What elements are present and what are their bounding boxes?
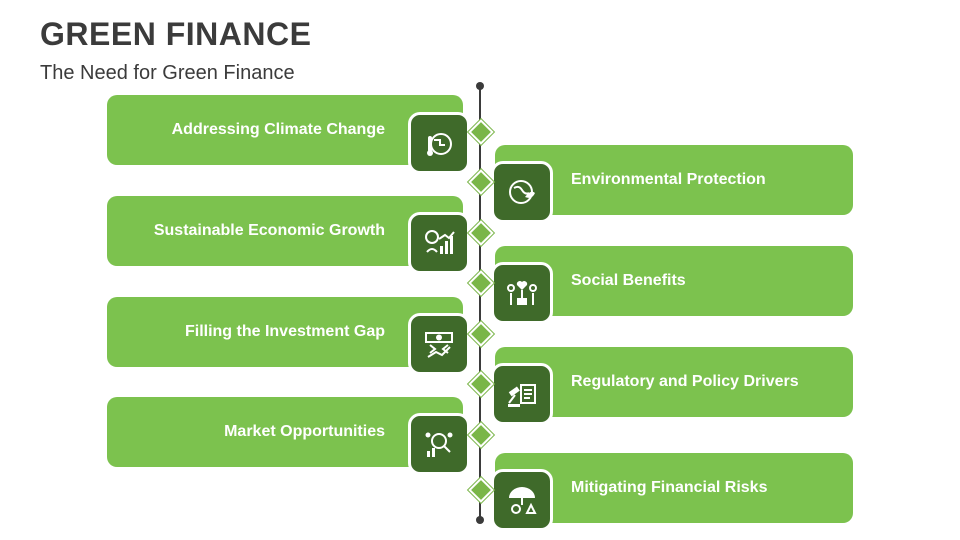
- card-label: Sustainable Economic Growth: [153, 222, 385, 239]
- card-filling-the-investment-gap: Filling the Investment Gap: [107, 297, 463, 367]
- heart-plant-icon: [491, 262, 553, 324]
- gavel-document-icon: [491, 363, 553, 425]
- page-title: GREEN FINANCE: [40, 16, 312, 52]
- timeline-start-dot: [476, 82, 484, 90]
- card-sustainable-economic-growth: Sustainable Economic Growth: [107, 196, 463, 266]
- timeline-diamond: [468, 270, 494, 296]
- timeline-end-dot: [476, 516, 484, 524]
- timeline-diamond: [468, 371, 494, 397]
- card-label: Market Opportunities: [224, 423, 385, 440]
- globe-leaf-icon: [491, 161, 553, 223]
- card-regulatory-and-policy-drivers: Regulatory and Policy Drivers: [495, 347, 853, 417]
- card-mitigating-financial-risks: Mitigating Financial Risks: [495, 453, 853, 523]
- card-label: Filling the Investment Gap: [184, 323, 385, 340]
- market-magnifier-icon: [408, 413, 470, 475]
- card-social-benefits: Social Benefits: [495, 246, 853, 316]
- umbrella-risk-icon: [491, 469, 553, 531]
- card-market-opportunities: Market Opportunities: [107, 397, 463, 467]
- card-label: Social Benefits: [571, 272, 686, 289]
- timeline-diamond: [468, 169, 494, 195]
- timeline-diamond: [468, 119, 494, 145]
- page-subtitle: The Need for Green Finance: [40, 62, 295, 84]
- card-label: Mitigating Financial Risks: [571, 479, 768, 496]
- timeline-diamond: [468, 422, 494, 448]
- card-environmental-protection: Environmental Protection: [495, 145, 853, 215]
- card-label: Regulatory and Policy Drivers: [571, 373, 799, 390]
- timeline-diamond: [468, 220, 494, 246]
- card-label: Environmental Protection: [571, 171, 766, 188]
- climate-icon: [408, 112, 470, 174]
- card-label: Addressing Climate Change: [171, 121, 385, 138]
- growth-chart-icon: [408, 212, 470, 274]
- timeline-diamond: [468, 321, 494, 347]
- investment-gap-icon: [408, 313, 470, 375]
- timeline-line: [479, 86, 481, 522]
- card-addressing-climate-change: Addressing Climate Change: [107, 95, 463, 165]
- timeline-diamond: [468, 477, 494, 503]
